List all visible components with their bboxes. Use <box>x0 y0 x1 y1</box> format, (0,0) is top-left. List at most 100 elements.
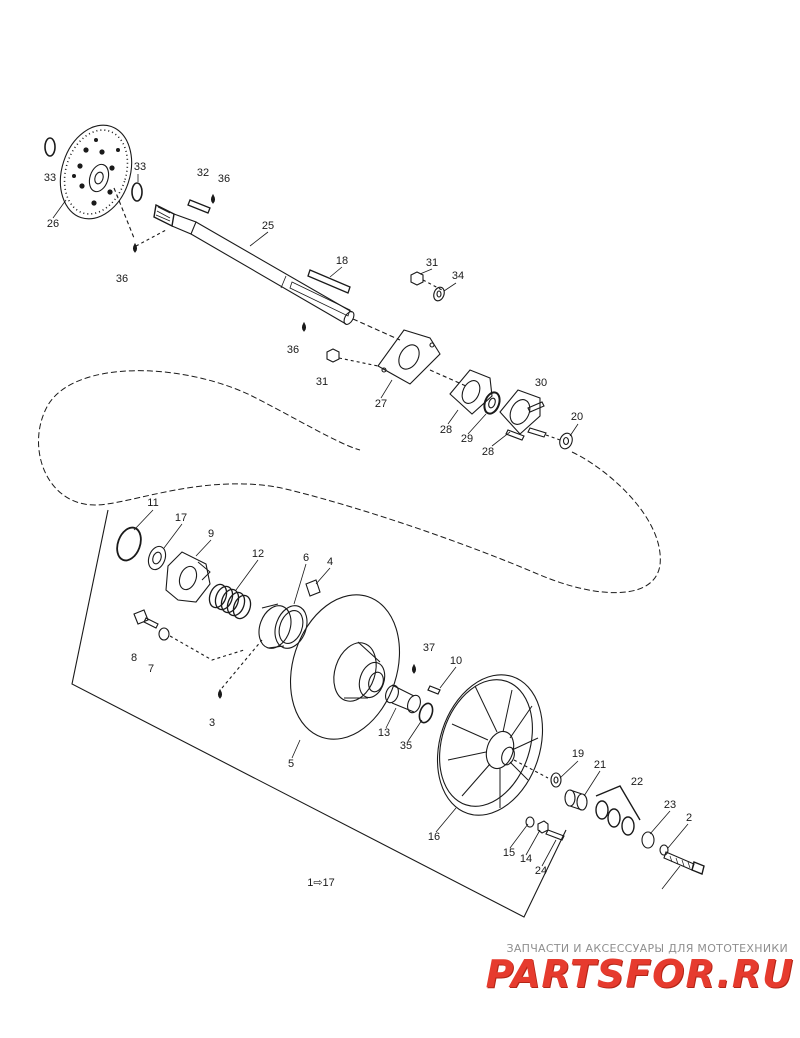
grease-drop <box>217 688 223 699</box>
callout-25: 25 <box>262 220 274 232</box>
callout-31: 31 <box>426 257 438 269</box>
nut-upper <box>410 271 424 286</box>
callout-leaders <box>52 174 689 890</box>
washer-16 <box>525 816 535 828</box>
washer <box>433 286 445 302</box>
callout-12: 12 <box>252 548 264 560</box>
callout-21: 22 <box>631 776 643 788</box>
callout-28: 28 <box>482 446 494 458</box>
callout-15: 14 <box>520 853 532 865</box>
callout-30: 30 <box>535 377 547 389</box>
callout-labels: 33 26 33 36 32 36 25 18 31 34 36 31 27 3… <box>44 161 692 889</box>
watermark-text: ЗАПЧАСТИ И АКСЕССУАРЫ ДЛЯ МОТОТЕХНИКИ <box>506 942 788 955</box>
bearing-flange-plate <box>377 329 441 385</box>
slider-button <box>305 579 321 597</box>
bearing <box>483 391 501 415</box>
callout-34: 34 <box>452 270 464 282</box>
callout-27: 27 <box>375 398 387 410</box>
leader-36-disc <box>113 187 135 239</box>
bolt-upper <box>527 401 545 413</box>
bushing <box>559 432 573 450</box>
range-bracket <box>71 509 567 918</box>
grease-drop <box>210 193 216 204</box>
leader-shaft-to-flange <box>352 318 401 341</box>
sheave-bolt <box>663 851 705 875</box>
shim-set <box>595 785 641 836</box>
cam <box>165 551 211 603</box>
callout-35: 19 <box>572 748 584 760</box>
bolt-lower <box>505 429 525 441</box>
o-ring-right <box>131 182 143 202</box>
screw-14 <box>545 829 565 841</box>
bearing-flange-left <box>449 369 493 415</box>
bolt <box>133 609 159 629</box>
callout-13: 35 <box>400 740 412 752</box>
washer-hole <box>436 290 442 298</box>
callout-19: 21 <box>594 759 606 771</box>
callout-11: 11 <box>147 497 158 509</box>
callout-6: 6 <box>303 552 309 564</box>
washer-22 <box>641 831 655 849</box>
leader-grease <box>221 639 263 689</box>
callout-5: 13 <box>378 727 390 739</box>
washer-35 <box>550 772 562 788</box>
callout-3: 5 <box>288 758 294 770</box>
leader-31-upper <box>422 279 443 291</box>
shaft <box>153 203 355 325</box>
ring-13 <box>418 702 434 724</box>
brake-disc <box>59 124 133 220</box>
callout-18: 18 <box>336 255 348 267</box>
washer-23 <box>659 844 669 856</box>
callout-8: 8 <box>131 652 137 664</box>
bushing-19 <box>564 789 588 811</box>
drive-belt <box>38 370 661 594</box>
callout-23: 2 <box>686 812 692 824</box>
callout-7: 7 <box>148 663 154 675</box>
range-label: 1⇨17 <box>307 877 335 889</box>
callout-20: 20 <box>571 411 583 423</box>
leader-31-lower <box>338 357 379 367</box>
callout-37: 3 <box>209 717 215 729</box>
sheave-hub <box>258 603 308 649</box>
callout-33: 33 <box>134 161 146 173</box>
bolt-mid <box>527 427 547 438</box>
callout-36: 36 <box>287 344 299 356</box>
retaining-ring <box>116 526 142 562</box>
callout-26: 26 <box>47 218 59 230</box>
callout-17: 17 <box>175 512 187 524</box>
o-ring-left <box>44 137 56 157</box>
callout-2: 16 <box>428 831 440 843</box>
callout-10: 10 <box>450 655 462 667</box>
grease-drop <box>301 321 307 332</box>
callout-9: 9 <box>208 528 214 540</box>
callout-31: 31 <box>316 376 328 388</box>
bearing-flange-right <box>499 389 541 435</box>
grease-drop <box>132 242 138 253</box>
leader-flange-to-bearing <box>429 369 467 387</box>
leader-bolt-to-hub <box>169 635 245 661</box>
movable-sheave <box>436 674 544 816</box>
callout-29: 29 <box>461 433 473 445</box>
callout-32: 32 <box>197 167 209 179</box>
key <box>307 269 351 294</box>
pin <box>187 199 211 214</box>
fixed-sheave <box>289 594 401 740</box>
callout-22: 23 <box>664 799 676 811</box>
leader-disc-to-shaft <box>135 229 167 247</box>
callout-33: 33 <box>44 172 56 184</box>
washer-7 <box>158 627 170 641</box>
washer-17 <box>147 545 167 571</box>
callout-37: 37 <box>423 642 435 654</box>
pin-10 <box>427 685 441 695</box>
callout-16: 15 <box>503 847 515 859</box>
callout-28: 28 <box>440 424 452 436</box>
grease-drop <box>411 663 417 674</box>
sheave-bushing <box>385 684 421 714</box>
watermark-logo: PARTSFOR.RU <box>485 952 794 996</box>
leader-bolt <box>545 434 561 441</box>
nut-lower <box>326 348 340 363</box>
leader-sheave-to-washer <box>513 759 549 779</box>
callout-36: 36 <box>218 173 230 185</box>
callout-4: 4 <box>327 556 333 568</box>
